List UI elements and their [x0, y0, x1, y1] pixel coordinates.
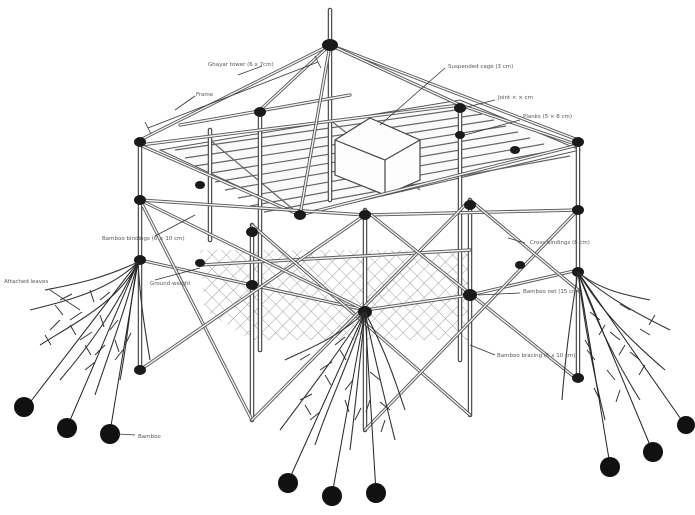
leaf-bundle-right: [561, 271, 686, 466]
label-top-left: Ghayar tower (6 x 7cm): [208, 62, 274, 68]
label-bottom-left: Bamboo: [138, 434, 161, 440]
lashing-knots: [134, 39, 584, 383]
label-top-center: Suspended cage (3 cm): [448, 64, 513, 70]
label-top-right-1: Joint × × cm: [497, 95, 533, 101]
callout-labels: Ghayar tower (6 x 7cm) Suspended cage (3…: [4, 62, 590, 440]
leaf-bundle-center: [279, 311, 406, 496]
roof-rafters: [138, 43, 580, 217]
dimension-line: [144, 55, 322, 135]
leaf-bundle-left: [27, 261, 151, 433]
vertical-poles: [137, 7, 581, 433]
label-lower-right: Bamboo net (15 cm): [523, 289, 580, 295]
label-mid-right: Cross bindings (8 cm): [530, 240, 590, 246]
label-mid-left: Bamboo bindings (6 × 10 cm): [102, 236, 185, 242]
ground-weights: [14, 397, 695, 506]
suspended-cage: [334, 117, 421, 196]
label-bottom-weight: Ground weight: [150, 281, 191, 287]
label-bottom-right: Bamboo bracing (6 x 10 cm): [497, 353, 576, 359]
label-frame-left: Frame: [196, 92, 214, 98]
label-top-right-2: Planks (5 × 8 cm): [523, 114, 572, 120]
label-far-left: Attached leaves: [4, 279, 48, 285]
leader-lines: [49, 65, 526, 436]
